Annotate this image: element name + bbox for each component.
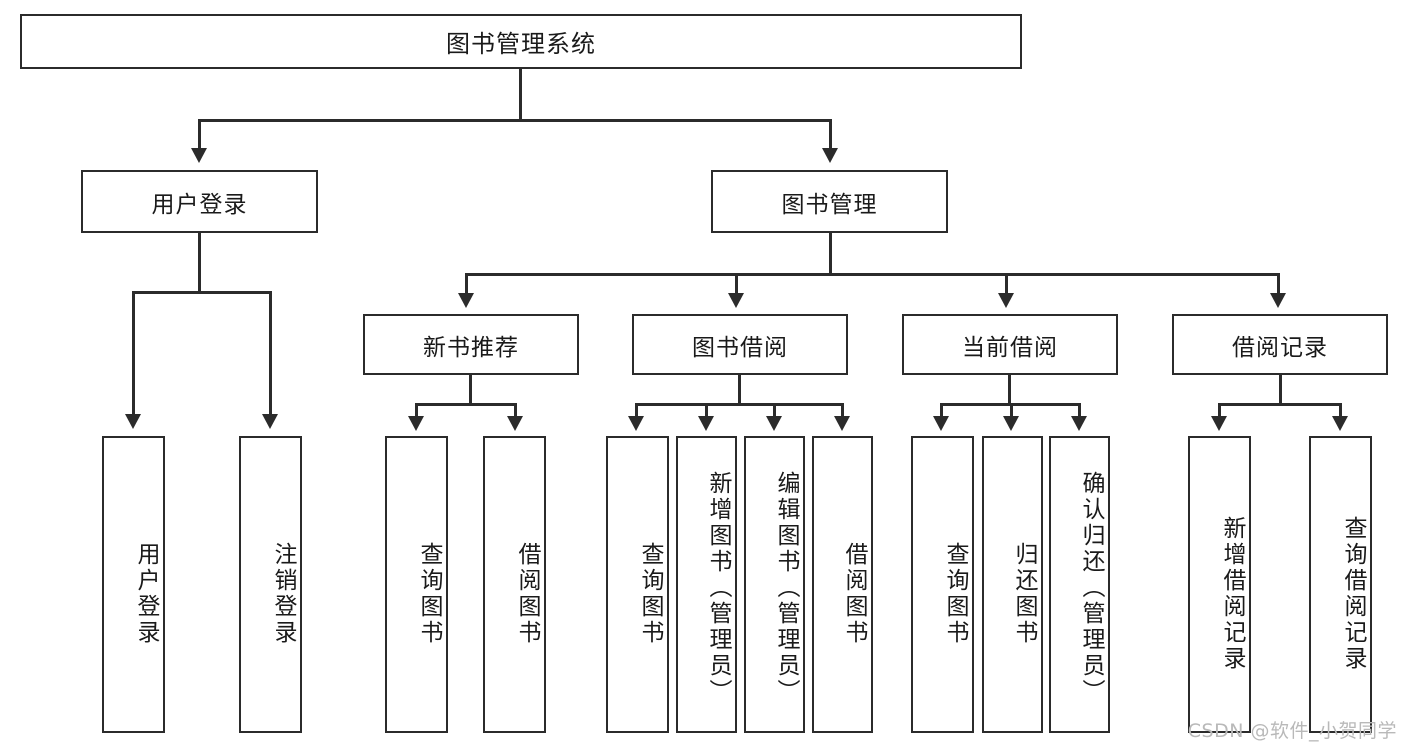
connector-book-manage-trunk xyxy=(829,233,832,275)
connector-to-leaf-add-record xyxy=(1218,403,1221,418)
node-leaf-rec-borrow[interactable]: 借阅图书 xyxy=(483,436,546,733)
node-label: 图书管理 xyxy=(781,191,878,218)
node-label: 归还图书 xyxy=(1011,541,1037,646)
node-root-system[interactable]: 图书管理系统 xyxy=(20,14,1022,69)
node-leaf-logout[interactable]: 注销登录 xyxy=(239,436,302,733)
node-leaf-add-book[interactable]: 新增图书（管理员） xyxy=(676,436,737,733)
node-label: 借阅记录 xyxy=(1232,334,1328,361)
node-leaf-add-record[interactable]: 新增借阅记录 xyxy=(1188,436,1251,733)
node-label: 借阅图书 xyxy=(514,541,540,646)
node-leaf-borrow-query[interactable]: 查询图书 xyxy=(606,436,669,733)
node-book-borrow[interactable]: 图书借阅 xyxy=(632,314,848,375)
connector-root-trunk xyxy=(519,69,522,120)
connector-to-leaf-return-book xyxy=(1010,403,1013,418)
arrowhead-book-borrow xyxy=(728,293,744,308)
node-leaf-return-book[interactable]: 归还图书 xyxy=(982,436,1043,733)
node-label: 新增图书（管理员） xyxy=(705,470,731,705)
arrowhead-leaf-add-record xyxy=(1211,416,1227,431)
node-label: 新书推荐 xyxy=(423,334,519,361)
watermark-text: CSDN @软件_小贺同学 xyxy=(1187,720,1397,742)
node-leaf-confirm-return[interactable]: 确认归还（管理员） xyxy=(1049,436,1110,733)
arrowhead-leaf-rec-borrow xyxy=(507,416,523,431)
node-label: 借阅图书 xyxy=(841,541,867,646)
arrowhead-leaf-confirm-return xyxy=(1071,416,1087,431)
arrowhead-leaf-return-book xyxy=(1003,416,1019,431)
arrowhead-leaf-borrow-book xyxy=(834,416,850,431)
node-leaf-cur-query[interactable]: 查询图书 xyxy=(911,436,974,733)
node-borrow-record[interactable]: 借阅记录 xyxy=(1172,314,1388,375)
node-book-manage[interactable]: 图书管理 xyxy=(711,170,948,233)
connector-book-manage-bus xyxy=(465,273,1280,276)
connector-to-borrow-record xyxy=(1277,273,1280,295)
connector-to-leaf-rec-query xyxy=(415,403,418,418)
node-user-login[interactable]: 用户登录 xyxy=(81,170,318,233)
connector-to-leaf-query-record xyxy=(1339,403,1342,418)
connector-root-to-user-login xyxy=(198,119,201,150)
connector-to-leaf-logout xyxy=(269,291,272,416)
node-label: 查询图书 xyxy=(942,541,968,646)
arrowhead-current-borrow xyxy=(998,293,1014,308)
node-leaf-query-record[interactable]: 查询借阅记录 xyxy=(1309,436,1372,733)
node-new-book-rec[interactable]: 新书推荐 xyxy=(363,314,579,375)
connector-user-login-bus xyxy=(132,291,270,294)
node-label: 确认归还（管理员） xyxy=(1078,470,1104,705)
node-label: 图书借阅 xyxy=(692,334,788,361)
connector-to-leaf-add-book xyxy=(705,403,708,418)
node-leaf-rec-query[interactable]: 查询图书 xyxy=(385,436,448,733)
node-label: 用户登录 xyxy=(151,191,248,218)
connector-borrow-record-bus xyxy=(1218,403,1342,406)
node-label: 查询图书 xyxy=(416,541,442,646)
arrowhead-leaf-add-book xyxy=(698,416,714,431)
arrowhead-borrow-record xyxy=(1270,293,1286,308)
node-label: 注销登录 xyxy=(270,541,296,646)
node-label: 当前借阅 xyxy=(962,334,1058,361)
connector-borrow-record-trunk xyxy=(1279,375,1282,405)
connector-book-borrow-trunk xyxy=(738,375,741,405)
node-label: 编辑图书（管理员） xyxy=(773,470,799,705)
connector-to-new-book-rec xyxy=(465,273,468,295)
node-label: 用户登录 xyxy=(133,541,159,646)
connector-to-book-borrow xyxy=(735,273,738,295)
connector-new-book-rec-trunk xyxy=(469,375,472,405)
connector-to-current-borrow xyxy=(1005,273,1008,295)
node-label: 新增借阅记录 xyxy=(1219,515,1245,672)
connector-to-leaf-confirm-return xyxy=(1078,403,1081,418)
node-leaf-borrow-book[interactable]: 借阅图书 xyxy=(812,436,873,733)
arrowhead-leaf-edit-book xyxy=(766,416,782,431)
arrowhead-leaf-user-login xyxy=(125,414,141,429)
arrowhead-leaf-borrow-query xyxy=(628,416,644,431)
connector-to-leaf-edit-book xyxy=(773,403,776,418)
arrowhead-leaf-cur-query xyxy=(933,416,949,431)
node-label: 图书管理系统 xyxy=(446,30,596,58)
arrowhead-leaf-logout xyxy=(262,414,278,429)
arrowhead-book-manage xyxy=(822,148,838,163)
connector-book-borrow-bus xyxy=(635,403,843,406)
connector-root-bus xyxy=(198,119,831,122)
connector-root-to-book-manage xyxy=(829,119,832,150)
node-label: 查询图书 xyxy=(637,541,663,646)
node-leaf-edit-book[interactable]: 编辑图书（管理员） xyxy=(744,436,805,733)
connector-new-book-rec-bus xyxy=(415,403,517,406)
arrowhead-user-login xyxy=(191,148,207,163)
connector-user-login-trunk xyxy=(198,233,201,293)
arrowhead-leaf-rec-query xyxy=(408,416,424,431)
connector-to-leaf-rec-borrow xyxy=(514,403,517,418)
connector-to-leaf-borrow-book xyxy=(841,403,844,418)
connector-to-leaf-borrow-query xyxy=(635,403,638,418)
arrowhead-new-book-rec xyxy=(458,293,474,308)
connector-to-leaf-user-login xyxy=(132,291,135,416)
connector-current-borrow-trunk xyxy=(1008,375,1011,405)
arrowhead-leaf-query-record xyxy=(1332,416,1348,431)
node-label: 查询借阅记录 xyxy=(1340,515,1366,672)
node-leaf-user-login[interactable]: 用户登录 xyxy=(102,436,165,733)
connector-to-leaf-cur-query xyxy=(940,403,943,418)
node-current-borrow[interactable]: 当前借阅 xyxy=(902,314,1118,375)
